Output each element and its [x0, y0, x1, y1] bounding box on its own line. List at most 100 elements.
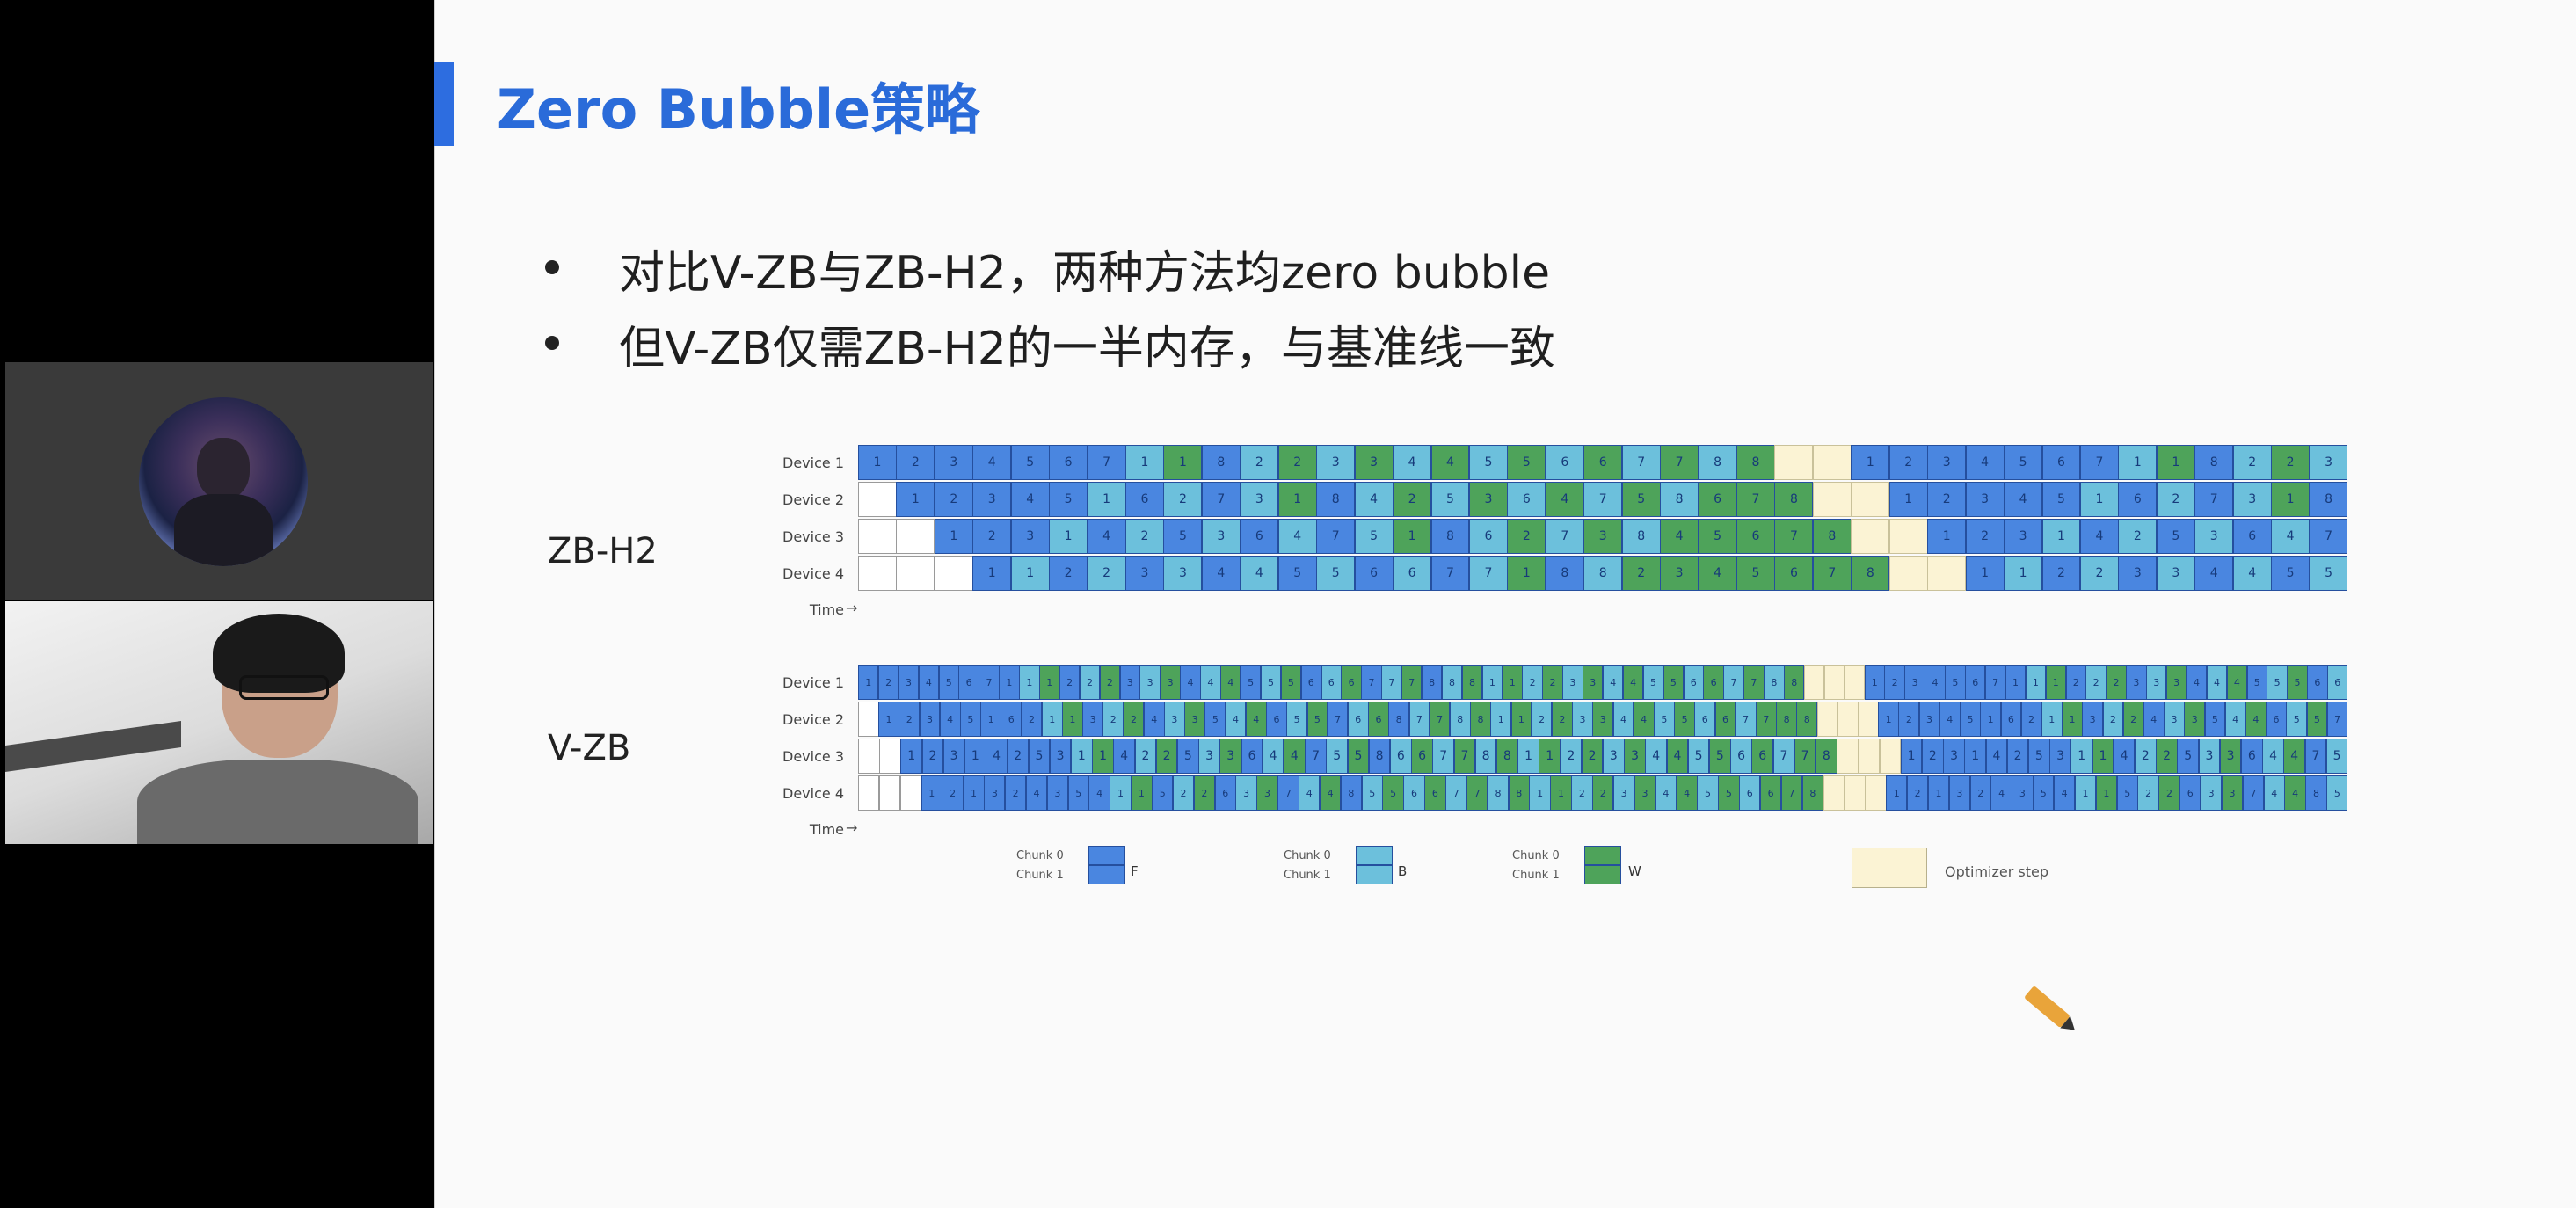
microbatch-cell-w: 2: [1542, 665, 1563, 700]
microbatch-cell-w: 8: [1496, 739, 1518, 774]
camera-person-body: [137, 760, 418, 844]
microbatch-cell-f: 8: [2309, 482, 2348, 517]
legend-optimizer-label: Optimizer step: [1945, 863, 2049, 880]
microbatch-cell-b: 4: [1200, 665, 1221, 700]
microbatch-cell-w: 4: [2284, 775, 2306, 811]
microbatch-cell-f: 4: [1025, 775, 1048, 811]
microbatch-cell-b: 7: [1445, 775, 1467, 811]
legend-chunk0-label-b: Chunk 0: [1284, 849, 1331, 862]
microbatch-cell-b: 4: [1354, 482, 1394, 517]
microbatch-cell-w: 4: [1633, 702, 1655, 737]
microbatch-cell-b: 3: [2309, 445, 2348, 480]
microbatch-cell-b: 1: [1517, 739, 1539, 774]
microbatch-cell-w: 3: [1660, 556, 1699, 591]
microbatch-cell-f: 6: [2118, 482, 2158, 517]
microbatch-cell-f: 2: [1007, 739, 1030, 774]
microbatch-cell-b: 5: [2267, 665, 2288, 700]
microbatch-cell-w: 2: [2122, 702, 2144, 737]
slide-title: Zero Bubble策略: [497, 77, 980, 142]
microbatch-cell-f: 1: [1980, 702, 2001, 737]
microbatch-cell-f: 1: [964, 739, 986, 774]
microbatch-cell-b: 4: [1603, 665, 1624, 700]
microbatch-cell-b: 3: [1612, 775, 1635, 811]
optimizer-step-cell: [1844, 775, 1866, 811]
microbatch-cell-f: 3: [984, 775, 1006, 811]
microbatch-cell-f: 4: [2004, 482, 2042, 517]
microbatch-cell-w: 3: [1468, 482, 1508, 517]
microbatch-cell-b: 3: [1603, 739, 1625, 774]
microbatch-cell-b: 3: [2200, 775, 2223, 811]
microbatch-cell-w: 5: [1347, 739, 1370, 774]
legend-w-box-chunk1: [1584, 865, 1621, 884]
microbatch-cell-w: 7: [1794, 739, 1816, 774]
legend-w-box-chunk0: [1584, 846, 1621, 865]
microbatch-cell-b: 4: [2263, 775, 2285, 811]
microbatch-cell-f: 2: [899, 702, 921, 737]
microbatch-cell-f: 7: [979, 665, 1000, 700]
legend-f-box-chunk1: [1088, 865, 1125, 884]
idle-cell: [899, 775, 922, 811]
microbatch-cell-f: 4: [1965, 445, 2005, 480]
group-label-zb-h2: ZB-H2: [548, 531, 658, 571]
microbatch-cell-b: 2: [2118, 519, 2158, 554]
microbatch-cell-b: 7: [1621, 445, 1661, 480]
group-label-v-zb: V-ZB: [548, 728, 631, 768]
microbatch-cell-f: 3: [2082, 702, 2104, 737]
microbatch-cell-f: 3: [2118, 556, 2158, 591]
microbatch-cell-b: 5: [1326, 739, 1349, 774]
microbatch-cell-w: 4: [1698, 556, 1737, 591]
microbatch-cell-w: 1: [1092, 739, 1114, 774]
microbatch-cell-b: 2: [1163, 482, 1203, 517]
microbatch-cell-b: 3: [1163, 556, 1203, 591]
avatar-face: [197, 438, 250, 499]
microbatch-cell-b: 6: [1393, 556, 1432, 591]
microbatch-cell-w: 6: [1736, 519, 1775, 554]
microbatch-cell-b: 6: [1545, 445, 1584, 480]
microbatch-cell-b: 5: [2326, 775, 2348, 811]
microbatch-cell-f: 8: [2194, 445, 2234, 480]
microbatch-cell-w: 2: [1621, 556, 1661, 591]
microbatch-cell-f: 3: [2126, 665, 2147, 700]
microbatch-cell-f: 2: [1898, 702, 1920, 737]
microbatch-cell-f: 8: [2305, 775, 2327, 811]
device-label: Device 3: [782, 528, 844, 545]
microbatch-cell-b: 2: [2102, 702, 2124, 737]
microbatch-cell-f: 6: [2179, 775, 2201, 811]
microbatch-cell-b: 6: [1739, 775, 1761, 811]
microbatch-cell-f: 7: [2242, 775, 2265, 811]
participant-tile-camera[interactable]: [5, 601, 433, 844]
participant-tile-avatar[interactable]: [5, 362, 433, 600]
device-label: Device 1: [782, 455, 844, 471]
microbatch-cell-f: 2: [2006, 739, 2029, 774]
microbatch-cell-b: 3: [2232, 482, 2272, 517]
microbatch-cell-f: 4: [986, 739, 1008, 774]
microbatch-cell-f: 1: [1888, 482, 1928, 517]
idle-cell: [879, 739, 901, 774]
microbatch-cell-w: 4: [1284, 739, 1306, 774]
microbatch-cell-b: 5: [1642, 665, 1664, 700]
microbatch-cell-w: 6: [1368, 702, 1389, 737]
microbatch-cell-b: 8: [1583, 556, 1623, 591]
microbatch-cell-f: 4: [2053, 775, 2076, 811]
microbatch-cell-w: 5: [1306, 702, 1328, 737]
microbatch-cell-w: 3: [1184, 702, 1205, 737]
microbatch-cell-f: 3: [898, 665, 920, 700]
microbatch-cell-w: 8: [1774, 482, 1814, 517]
microbatch-cell-f: 1: [900, 739, 923, 774]
microbatch-cell-f: 6: [2266, 702, 2287, 737]
microbatch-cell-b: 3: [1164, 702, 1185, 737]
microbatch-cell-b: 3: [1235, 775, 1257, 811]
microbatch-cell-w: 1: [1502, 665, 1523, 700]
microbatch-cell-f: 5: [1960, 702, 1981, 737]
microbatch-cell-f: 5: [2004, 445, 2042, 480]
microbatch-cell-f: 5: [1163, 519, 1203, 554]
microbatch-cell-f: 1: [934, 519, 973, 554]
microbatch-cell-w: 5: [2287, 665, 2308, 700]
microbatch-cell-f: 8: [1545, 556, 1584, 591]
bullet-text-2: 但V-ZB仅需ZB-H2的一半内存，与基准线一致: [619, 323, 1555, 375]
bullet-dot: [545, 336, 559, 350]
microbatch-cell-f: 2: [896, 445, 935, 480]
microbatch-cell-f: 6: [1300, 665, 1321, 700]
microbatch-cell-f: 5: [2033, 775, 2055, 811]
microbatch-cell-f: 7: [1984, 665, 2006, 700]
